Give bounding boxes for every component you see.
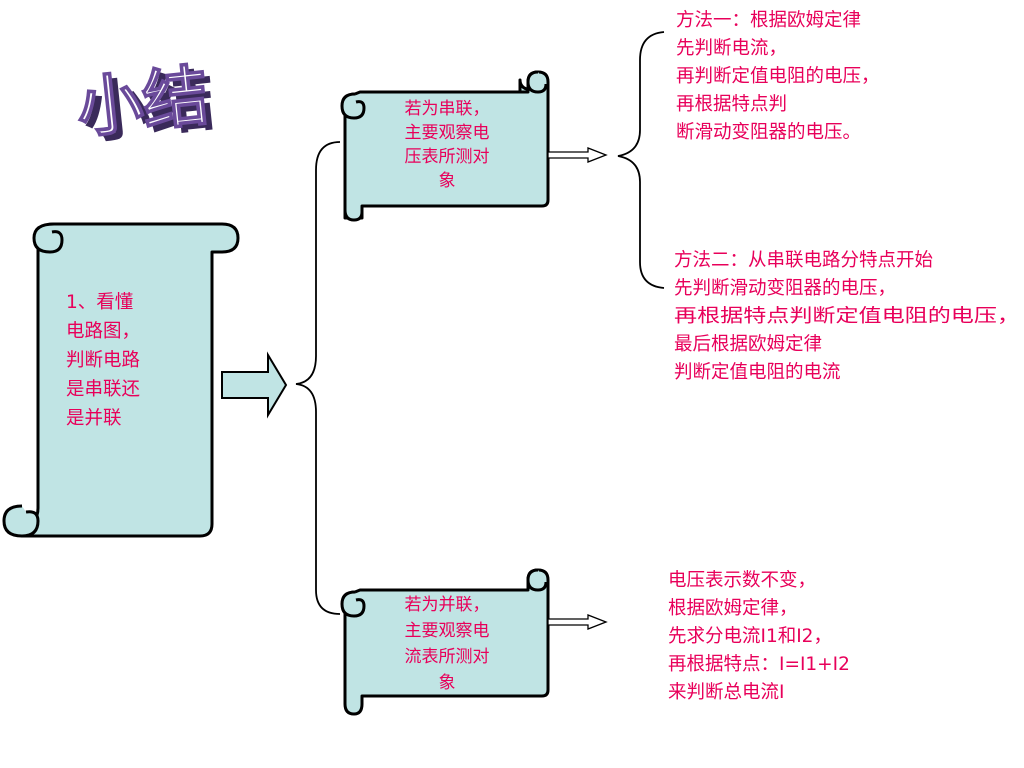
series-arrow: [547, 147, 608, 163]
main-scroll-line: 电路图，: [66, 321, 140, 342]
series-scroll-line: 压表所测对: [405, 147, 490, 167]
title-shadow: 小结: [80, 62, 219, 152]
parallel-scroll-line: 主要观察电: [405, 621, 490, 641]
series-scroll-line: 若为串联，: [405, 99, 490, 119]
method1-line: 再根据特点判: [676, 94, 787, 115]
method1-note: 方法一：根据欧姆定律 先判断电流， 再判断定值电阻的电压， 再根据特点判 断滑动…: [676, 10, 880, 143]
method1-line: 再判断定值电阻的电压，: [676, 66, 880, 87]
series-scroll-line: 主要观察电: [405, 123, 490, 143]
main-block-arrow: [221, 351, 288, 419]
method1-line: 方法一：根据欧姆定律: [676, 10, 861, 31]
series-scroll: 若为串联， 主要观察电 压表所测对 象: [340, 70, 550, 222]
method2-note: 方法二：从串联电路分特点开始 先判断滑动变阻器的电压， 再根据特点判断定值电阻的…: [674, 250, 1020, 383]
parallel-scroll-line: 若为并联，: [405, 595, 490, 615]
main-scroll-line: 1、看懂: [66, 292, 133, 313]
method2-line: 再根据特点判断定值电阻的电压，: [674, 306, 1020, 327]
method2-line: 先判断滑动变阻器的电压，: [674, 278, 896, 299]
parallel-note: 电压表示数不变， 根据欧姆定律， 先求分电流I1和I2， 再根据特点：I=I1+…: [668, 570, 850, 703]
parallel-scroll: 若为并联， 主要观察电 流表所测对 象: [340, 568, 550, 716]
title: 小结 小结: [72, 56, 219, 152]
series-scroll-line: 象: [439, 171, 456, 191]
parallel-note-line: 根据欧姆定律，: [668, 598, 798, 619]
method2-line: 方法二：从串联电路分特点开始: [674, 250, 933, 271]
method2-line: 最后根据欧姆定律: [674, 334, 822, 355]
parallel-note-line: 再根据特点：I=I1+I2: [668, 654, 850, 675]
title-text: 小结: [73, 57, 212, 147]
main-scroll: 1、看懂 电路图， 判断电路 是串联还 是并联: [2, 222, 240, 538]
parallel-note-line: 电压表示数不变，: [668, 570, 816, 591]
main-scroll-line: 是并联: [66, 408, 122, 429]
main-scroll-line: 判断电路: [66, 350, 140, 371]
parallel-arrow: [547, 614, 608, 630]
method1-line: 先判断电流，: [676, 38, 787, 59]
left-brace: [295, 141, 341, 615]
method2-line: 判断定值电阻的电流: [674, 362, 841, 383]
parallel-scroll-line: 象: [439, 673, 456, 693]
methods-brace: [617, 31, 665, 289]
parallel-scroll-line: 流表所测对: [405, 647, 490, 667]
main-scroll-line: 是串联还: [66, 379, 140, 400]
method1-line: 断滑动变阻器的电压。: [676, 122, 861, 143]
parallel-note-line: 先求分电流I1和I2，: [668, 626, 832, 647]
parallel-note-line: 来判断总电流I: [668, 682, 784, 703]
